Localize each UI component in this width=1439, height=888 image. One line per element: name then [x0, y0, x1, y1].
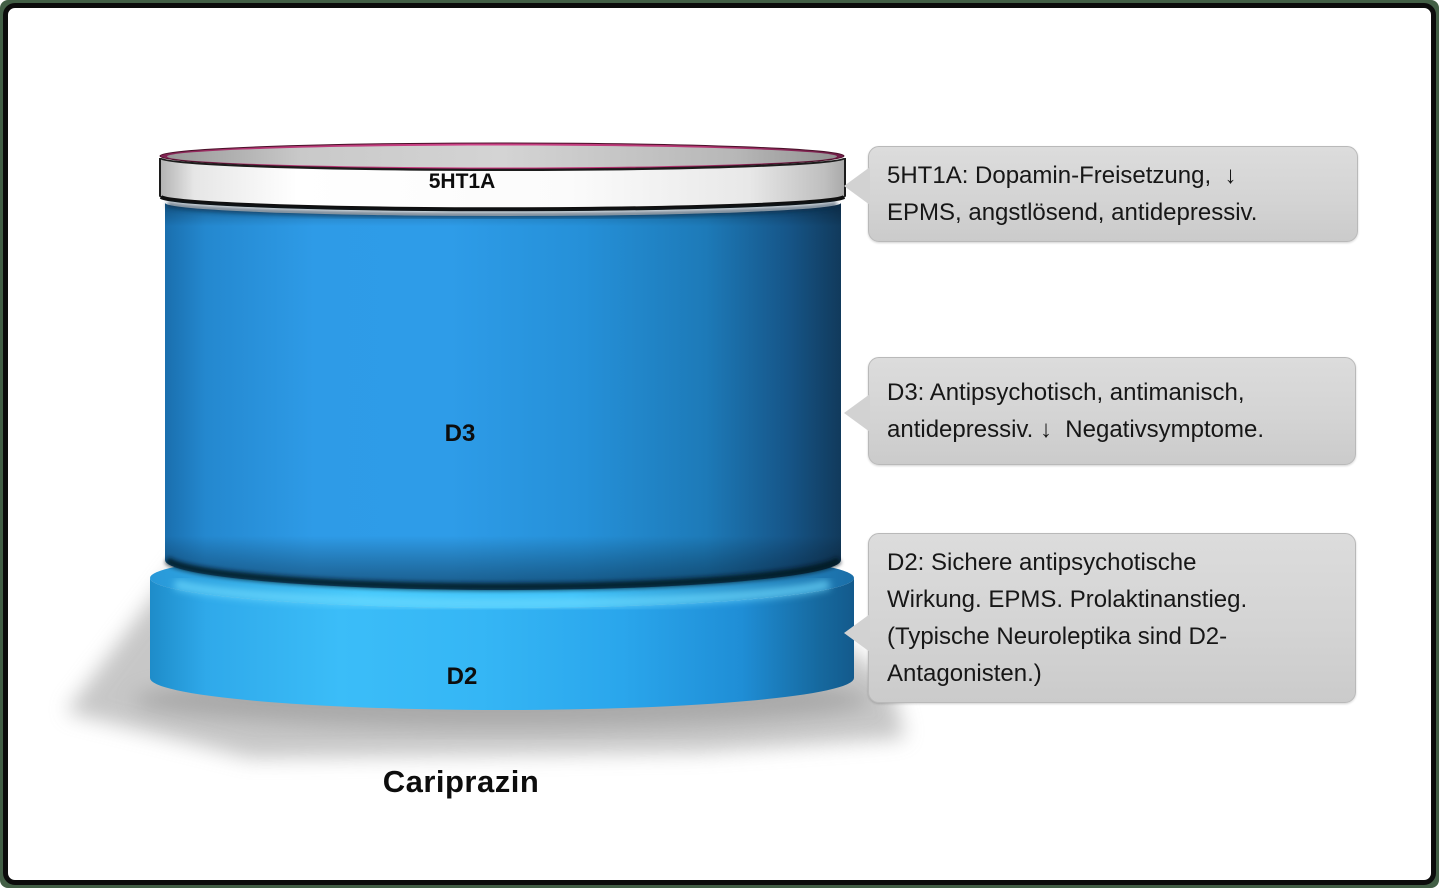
- callout-d3-line1: D3: Antipsychotisch, antimanisch,: [887, 379, 1245, 406]
- d2-disk: [150, 578, 854, 710]
- callout-5ht1a: 5HT1A: Dopamin-Freisetzung, ↓ EPMS, angs…: [844, 146, 1358, 242]
- callout-d2-line1: D2: Sichere antipsychotische: [887, 549, 1197, 576]
- callout-d3-tail: [844, 394, 870, 432]
- callout-d3-line2: antidepressiv. ↓ Negativsymptome.: [887, 416, 1265, 443]
- cylinder-diagram: 5HT1A D3 D2: [66, 142, 905, 758]
- 5ht1a-band-bottom-line: [159, 195, 846, 212]
- segment-label-d2: D2: [447, 663, 478, 690]
- d3-d2-seam: [164, 557, 842, 591]
- callout-d3: D3: Antipsychotisch, antimanisch, antide…: [844, 357, 1356, 465]
- 5ht1a-top-face: [167, 145, 837, 168]
- band-shadow-on-d3: [166, 201, 838, 219]
- slide-panel: 5HT1A D3 D2 5HT1A: Dopamin-Freisetzung, …: [3, 3, 1436, 885]
- diagram-title: Cariprazin: [382, 764, 540, 799]
- callout-d2-line3: (Typische Neuroleptika sind D2-: [887, 623, 1228, 650]
- callout-d2-line2: Wirkung. EPMS. Prolaktinanstieg.: [887, 586, 1248, 613]
- segment-label-5ht1a: 5HT1A: [429, 170, 496, 193]
- callout-5ht1a-line1: 5HT1A: Dopamin-Freisetzung, ↓: [887, 162, 1237, 189]
- callout-d2: D2: Sichere antipsychotische Wirkung. EP…: [844, 533, 1356, 703]
- callout-d2-tail: [844, 614, 870, 652]
- stage: 5HT1A D3 D2 5HT1A: Dopamin-Freisetzung, …: [8, 8, 1431, 880]
- segment-label-d3: D3: [445, 420, 476, 447]
- callout-d2-line4: Antagonisten.): [887, 660, 1042, 687]
- d3-cylinder-shade: [165, 203, 841, 590]
- callout-5ht1a-tail: [844, 167, 870, 205]
- d2-top-highlight: [173, 579, 831, 609]
- callout-5ht1a-line2: EPMS, angstlösend, antidepressiv.: [887, 199, 1258, 226]
